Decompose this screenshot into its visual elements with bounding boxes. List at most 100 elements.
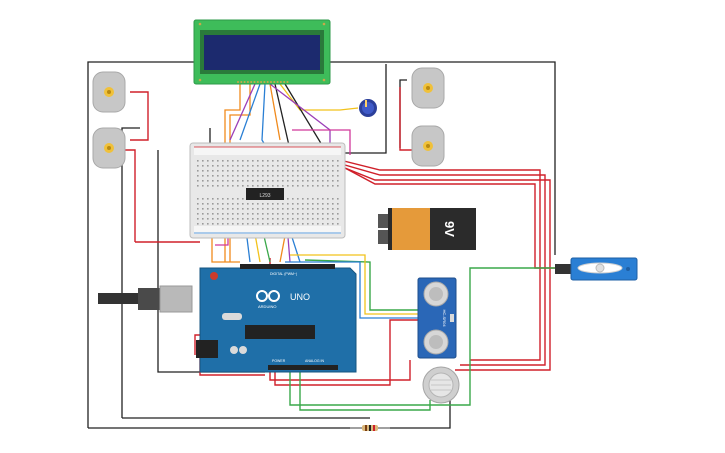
breadboard-hole [222,213,224,215]
breadboard-hole [307,175,309,177]
breadboard-hole [307,198,309,200]
breadboard-hole [202,170,204,172]
breadboard-hole [302,185,304,187]
breadboard-hole [322,213,324,215]
breadboard-hole [332,223,334,225]
breadboard-hole [292,160,294,162]
breadboard-hole [217,180,219,182]
lcd-pin [279,81,282,83]
breadboard-hole [202,175,204,177]
breadboard-hole [247,203,249,205]
breadboard-hole [297,203,299,205]
breadboard-hole [307,165,309,167]
breadboard-hole [257,203,259,205]
breadboard-hole [272,218,274,220]
breadboard-hole [322,218,324,220]
breadboard-hole [252,213,254,215]
breadboard-hole [252,208,254,210]
breadboard-hole [262,165,264,167]
breadboard-hole [197,203,199,205]
breadboard-hole [272,203,274,205]
breadboard-hole [217,175,219,177]
breadboard-hole [212,170,214,172]
breadboard-hole [297,218,299,220]
breadboard-hole [282,170,284,172]
breadboard-hole [207,198,209,200]
breadboard-hole [222,165,224,167]
breadboard-hole [302,165,304,167]
breadboard-hole [227,170,229,172]
breadboard-hole [307,208,309,210]
breadboard-hole [277,160,279,162]
breadboard-hole [232,223,234,225]
breadboard-hole [212,175,214,177]
breadboard-hole [322,165,324,167]
breadboard-hole [287,185,289,187]
signal-wires-green [289,259,555,411]
lcd-pin [273,81,276,83]
breadboard-hole [217,160,219,162]
breadboard-hole [237,213,239,215]
breadboard-hole [287,160,289,162]
breadboard-hole [267,208,269,210]
breadboard-hole [237,223,239,225]
breadboard-hole [317,185,319,187]
dc-motor-1 [92,71,126,113]
breadboard-hole [267,180,269,182]
breadboard-hole [252,165,254,167]
breadboard-hole [242,203,244,205]
breadboard-hole [327,218,329,220]
breadboard-hole [332,185,334,187]
breadboard-hole [337,208,339,210]
breadboard-hole [212,198,214,200]
breadboard-hole [287,208,289,210]
lcd-pin [240,81,243,83]
breadboard-hole [307,180,309,182]
breadboard-hole [257,165,259,167]
breadboard-hole [312,213,314,215]
ultrasonic-model-label: HC-SR04 [442,309,447,327]
breadboard-hole [197,218,199,220]
breadboard-hole [232,160,234,162]
breadboard-hole [217,218,219,220]
breadboard-hole [242,170,244,172]
breadboard-hole [312,208,314,210]
breadboard-hole [222,223,224,225]
breadboard-hole [207,203,209,205]
breadboard-hole [222,160,224,162]
arduino-logo-text: UNO [290,292,310,302]
breadboard-hole [212,218,214,220]
ultrasonic-sensor: HC-SR04 [417,277,457,359]
breadboard-hole [217,198,219,200]
gas-sensor [422,366,460,404]
breadboard-hole [237,180,239,182]
breadboard-hole [332,180,334,182]
breadboard-hole [227,185,229,187]
breadboard-hole [222,185,224,187]
breadboard-hole [232,170,234,172]
ic-label: L293 [259,193,270,199]
breadboard-hole [232,208,234,210]
breadboard-hole [287,198,289,200]
breadboard-hole [297,165,299,167]
breadboard-hole [262,180,264,182]
breadboard-hole [232,185,234,187]
breadboard-hole [262,170,264,172]
breadboard-hole [217,165,219,167]
breadboard-hole [232,198,234,200]
breadboard-hole [317,175,319,177]
breadboard-hole [292,218,294,220]
breadboard-hole [242,180,244,182]
power-header-label: POWER [272,359,286,363]
breadboard-hole [227,203,229,205]
breadboard-hole [307,218,309,220]
breadboard-hole [292,185,294,187]
breadboard-hole [312,203,314,205]
lcd-pin [243,81,246,83]
breadboard-hole [257,180,259,182]
breadboard-hole [332,203,334,205]
breadboard-hole [297,185,299,187]
breadboard-hole [202,223,204,225]
breadboard-hole [252,203,254,205]
breadboard-hole [247,185,249,187]
